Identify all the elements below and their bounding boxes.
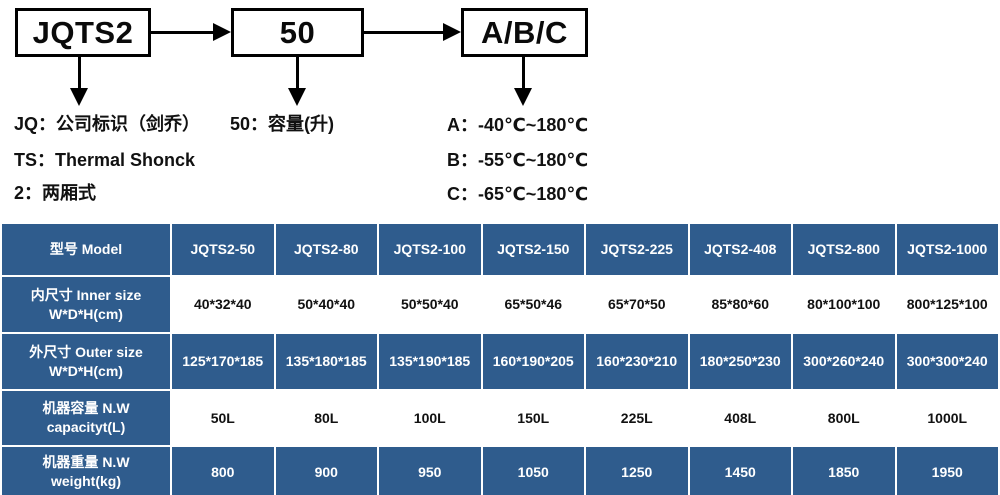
- cell-outer-size-0: 125*170*185: [172, 334, 274, 389]
- row-label-inner-size: 内尺寸 Inner size W*D*H(cm): [2, 277, 170, 332]
- cell-capacity-2: 100L: [379, 391, 481, 445]
- diagram-box-model: JQTS2: [15, 8, 151, 57]
- cell-weight-0: 800: [172, 447, 274, 495]
- cell-inner-size-0: 40*32*40: [172, 277, 274, 332]
- cell-capacity-5: 408L: [689, 391, 791, 445]
- cell-outer-size-2: 135*190*185: [379, 334, 481, 389]
- cell-inner-size-5: 85*80*60: [689, 277, 791, 332]
- connector-line-down-2: [296, 57, 299, 90]
- table-row-weight: 机器重量 N.W weight(kg) 800 900 950 1050 125…: [2, 447, 998, 495]
- specification-table: 型号 Model JQTS2-50 JQTS2-80 JQTS2-100 JQT…: [0, 222, 1000, 495]
- cell-weight-6: 1850: [793, 447, 895, 495]
- arrow-right-icon-2: [443, 23, 461, 41]
- header-cell-jqts2-150: JQTS2-150: [482, 224, 584, 275]
- diagram-box-capacity: 50: [231, 8, 364, 57]
- row-label-line-1: 机器容量 N.W: [42, 400, 130, 416]
- table-row-inner-size: 内尺寸 Inner size W*D*H(cm) 40*32*40 50*40*…: [2, 277, 998, 332]
- cell-outer-size-4: 160*230*210: [586, 334, 688, 389]
- legend-ts: TS：Thermal Shonck: [14, 150, 196, 170]
- row-label-line-1: 机器重量 N.W: [42, 454, 130, 470]
- cell-outer-size-3: 160*190*205: [482, 334, 584, 389]
- cell-weight-3: 1050: [482, 447, 584, 495]
- row-label-weight: 机器重量 N.W weight(kg): [2, 447, 170, 495]
- cell-capacity-3: 150L: [482, 391, 584, 445]
- diagram-box-temperature: A/B/C: [461, 8, 588, 57]
- row-label-line-2: W*D*H(cm): [49, 362, 123, 379]
- row-label-line-1: 内尺寸 Inner size: [30, 286, 142, 303]
- row-label-line-1: 外尺寸 Outer size: [29, 343, 143, 360]
- arrow-down-icon-1: [70, 88, 88, 106]
- header-cell-jqts2-1000: JQTS2-1000: [896, 224, 998, 275]
- arrow-down-icon-2: [288, 88, 306, 106]
- cell-capacity-0: 50L: [172, 391, 274, 445]
- cell-capacity-4: 225L: [586, 391, 688, 445]
- cell-weight-4: 1250: [586, 447, 688, 495]
- cell-outer-size-5: 180*250*230: [689, 334, 791, 389]
- arrow-right-icon-1: [213, 23, 231, 41]
- row-label-line-2: W*D*H(cm): [49, 305, 123, 322]
- header-cell-jqts2-225: JQTS2-225: [586, 224, 688, 275]
- cell-outer-size-7: 300*300*240: [896, 334, 998, 389]
- cell-capacity-7: 1000L: [896, 391, 998, 445]
- table-row-capacity: 机器容量 N.W capacityt(L) 50L 80L 100L 150L …: [2, 391, 998, 445]
- cell-weight-1: 900: [275, 447, 377, 495]
- row-label-outer-size: 外尺寸 Outer size W*D*H(cm): [2, 334, 170, 389]
- cell-inner-size-4: 65*70*50: [586, 277, 688, 332]
- connector-line-1: [151, 31, 215, 34]
- legend-temp-c: C：-65℃~180℃: [447, 184, 589, 204]
- legend-capacity: 50：容量(升): [230, 114, 335, 134]
- header-cell-jqts2-50: JQTS2-50: [172, 224, 274, 275]
- cell-outer-size-6: 300*260*240: [793, 334, 895, 389]
- row-label-line-2: weight(kg): [51, 473, 121, 489]
- cell-inner-size-3: 65*50*46: [482, 277, 584, 332]
- cell-capacity-1: 80L: [275, 391, 377, 445]
- cell-inner-size-7: 800*125*100: [896, 277, 998, 332]
- table-header-row: 型号 Model JQTS2-50 JQTS2-80 JQTS2-100 JQT…: [2, 224, 998, 275]
- row-label-line-2: capacityt(L): [46, 419, 126, 435]
- connector-line-down-1: [78, 57, 81, 90]
- cell-weight-7: 1950: [896, 447, 998, 495]
- legend-temp-a: A：-40℃~180℃: [447, 115, 589, 135]
- table-row-outer-size: 外尺寸 Outer size W*D*H(cm) 125*170*185 135…: [2, 334, 998, 389]
- cell-inner-size-6: 80*100*100: [793, 277, 895, 332]
- legend-jq: JQ：公司标识（剑乔）: [14, 114, 201, 134]
- header-cell-jqts2-800: JQTS2-800: [793, 224, 895, 275]
- header-cell-jqts2-80: JQTS2-80: [275, 224, 377, 275]
- cell-weight-5: 1450: [689, 447, 791, 495]
- connector-line-down-3: [522, 57, 525, 90]
- arrow-down-icon-3: [514, 88, 532, 106]
- header-cell-jqts2-100: JQTS2-100: [379, 224, 481, 275]
- cell-capacity-6: 800L: [793, 391, 895, 445]
- header-cell-model: 型号 Model: [2, 224, 170, 275]
- cell-inner-size-2: 50*50*40: [379, 277, 481, 332]
- connector-line-2: [364, 31, 444, 34]
- model-naming-diagram: JQTS2 50 A/B/C JQ：公司标识（剑乔） TS：Thermal Sh…: [0, 0, 1000, 212]
- cell-weight-2: 950: [379, 447, 481, 495]
- cell-outer-size-1: 135*180*185: [275, 334, 377, 389]
- legend-2: 2：两厢式: [14, 183, 97, 203]
- legend-temp-b: B：-55℃~180℃: [447, 150, 589, 170]
- header-cell-jqts2-408: JQTS2-408: [689, 224, 791, 275]
- cell-inner-size-1: 50*40*40: [275, 277, 377, 332]
- row-label-capacity: 机器容量 N.W capacityt(L): [2, 391, 170, 445]
